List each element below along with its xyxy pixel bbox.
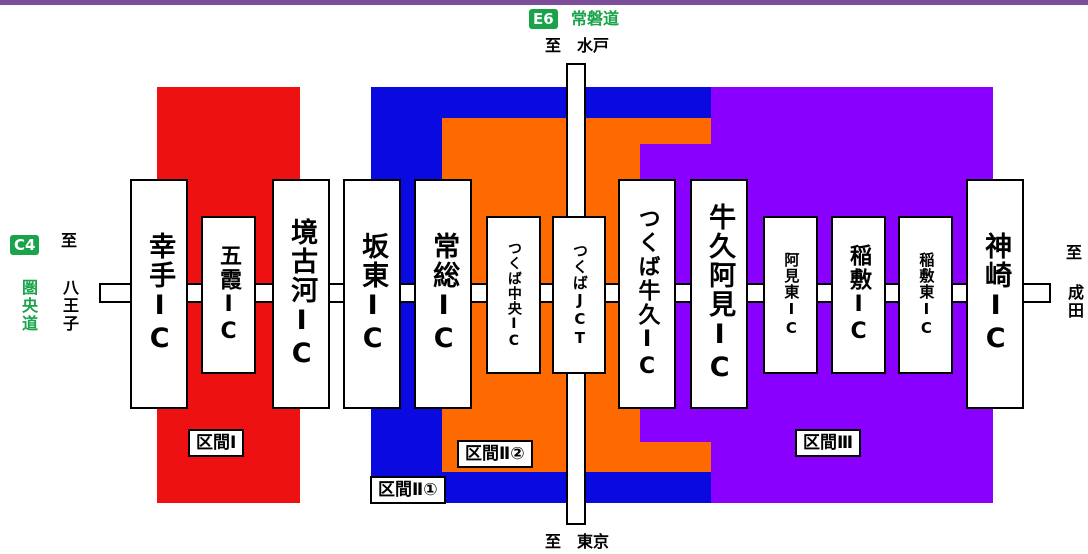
interchange-bando: 坂東IC [343,179,401,409]
interchange-ami-higashi: 阿見東IC [763,216,818,374]
interchange-ushiku-ami: 牛久阿見IC [690,179,748,409]
interchange-tsukuba-ushiku: つくば牛久IC [618,179,676,409]
section-2-2-label: 区間Ⅱ② [457,440,533,468]
interchange-joso: 常総IC [414,179,472,409]
to-mito-label: 至 水戸 [545,36,610,55]
interchange-goka: 五霞IC [201,216,256,374]
left-destination: 八王子 [60,279,79,333]
to-tokyo-label: 至 東京 [545,532,610,551]
interchange-sakaikoga: 境古河IC [272,179,330,409]
interchange-satte: 幸手IC [130,179,188,409]
top-rule [0,0,1088,5]
interchange-inashiki-higashi: 稲敷東IC [898,216,953,374]
interchange-kozaki: 神崎IC [966,179,1024,409]
section-1-label: 区間Ⅰ [188,429,245,457]
right-to-label: 至 [1066,243,1083,262]
right-destination: 成田 [1065,284,1084,320]
section-3-label: 区間Ⅲ [795,429,862,457]
interchange-inashiki: 稲敷IC [831,216,886,374]
c4-route-name: 圏央道 [19,279,38,333]
interchange-tsukuba-chuo: つくば中央IC [486,216,541,374]
section-2-1-label: 区間Ⅱ① [370,476,446,504]
e6-route-badge: E6 [529,9,558,29]
left-to-label: 至 [61,231,78,250]
c4-route-badge: C4 [10,235,40,255]
junction-tsukuba: つくばJCT [552,216,606,374]
e6-route-name: 常磐道 [571,9,620,28]
